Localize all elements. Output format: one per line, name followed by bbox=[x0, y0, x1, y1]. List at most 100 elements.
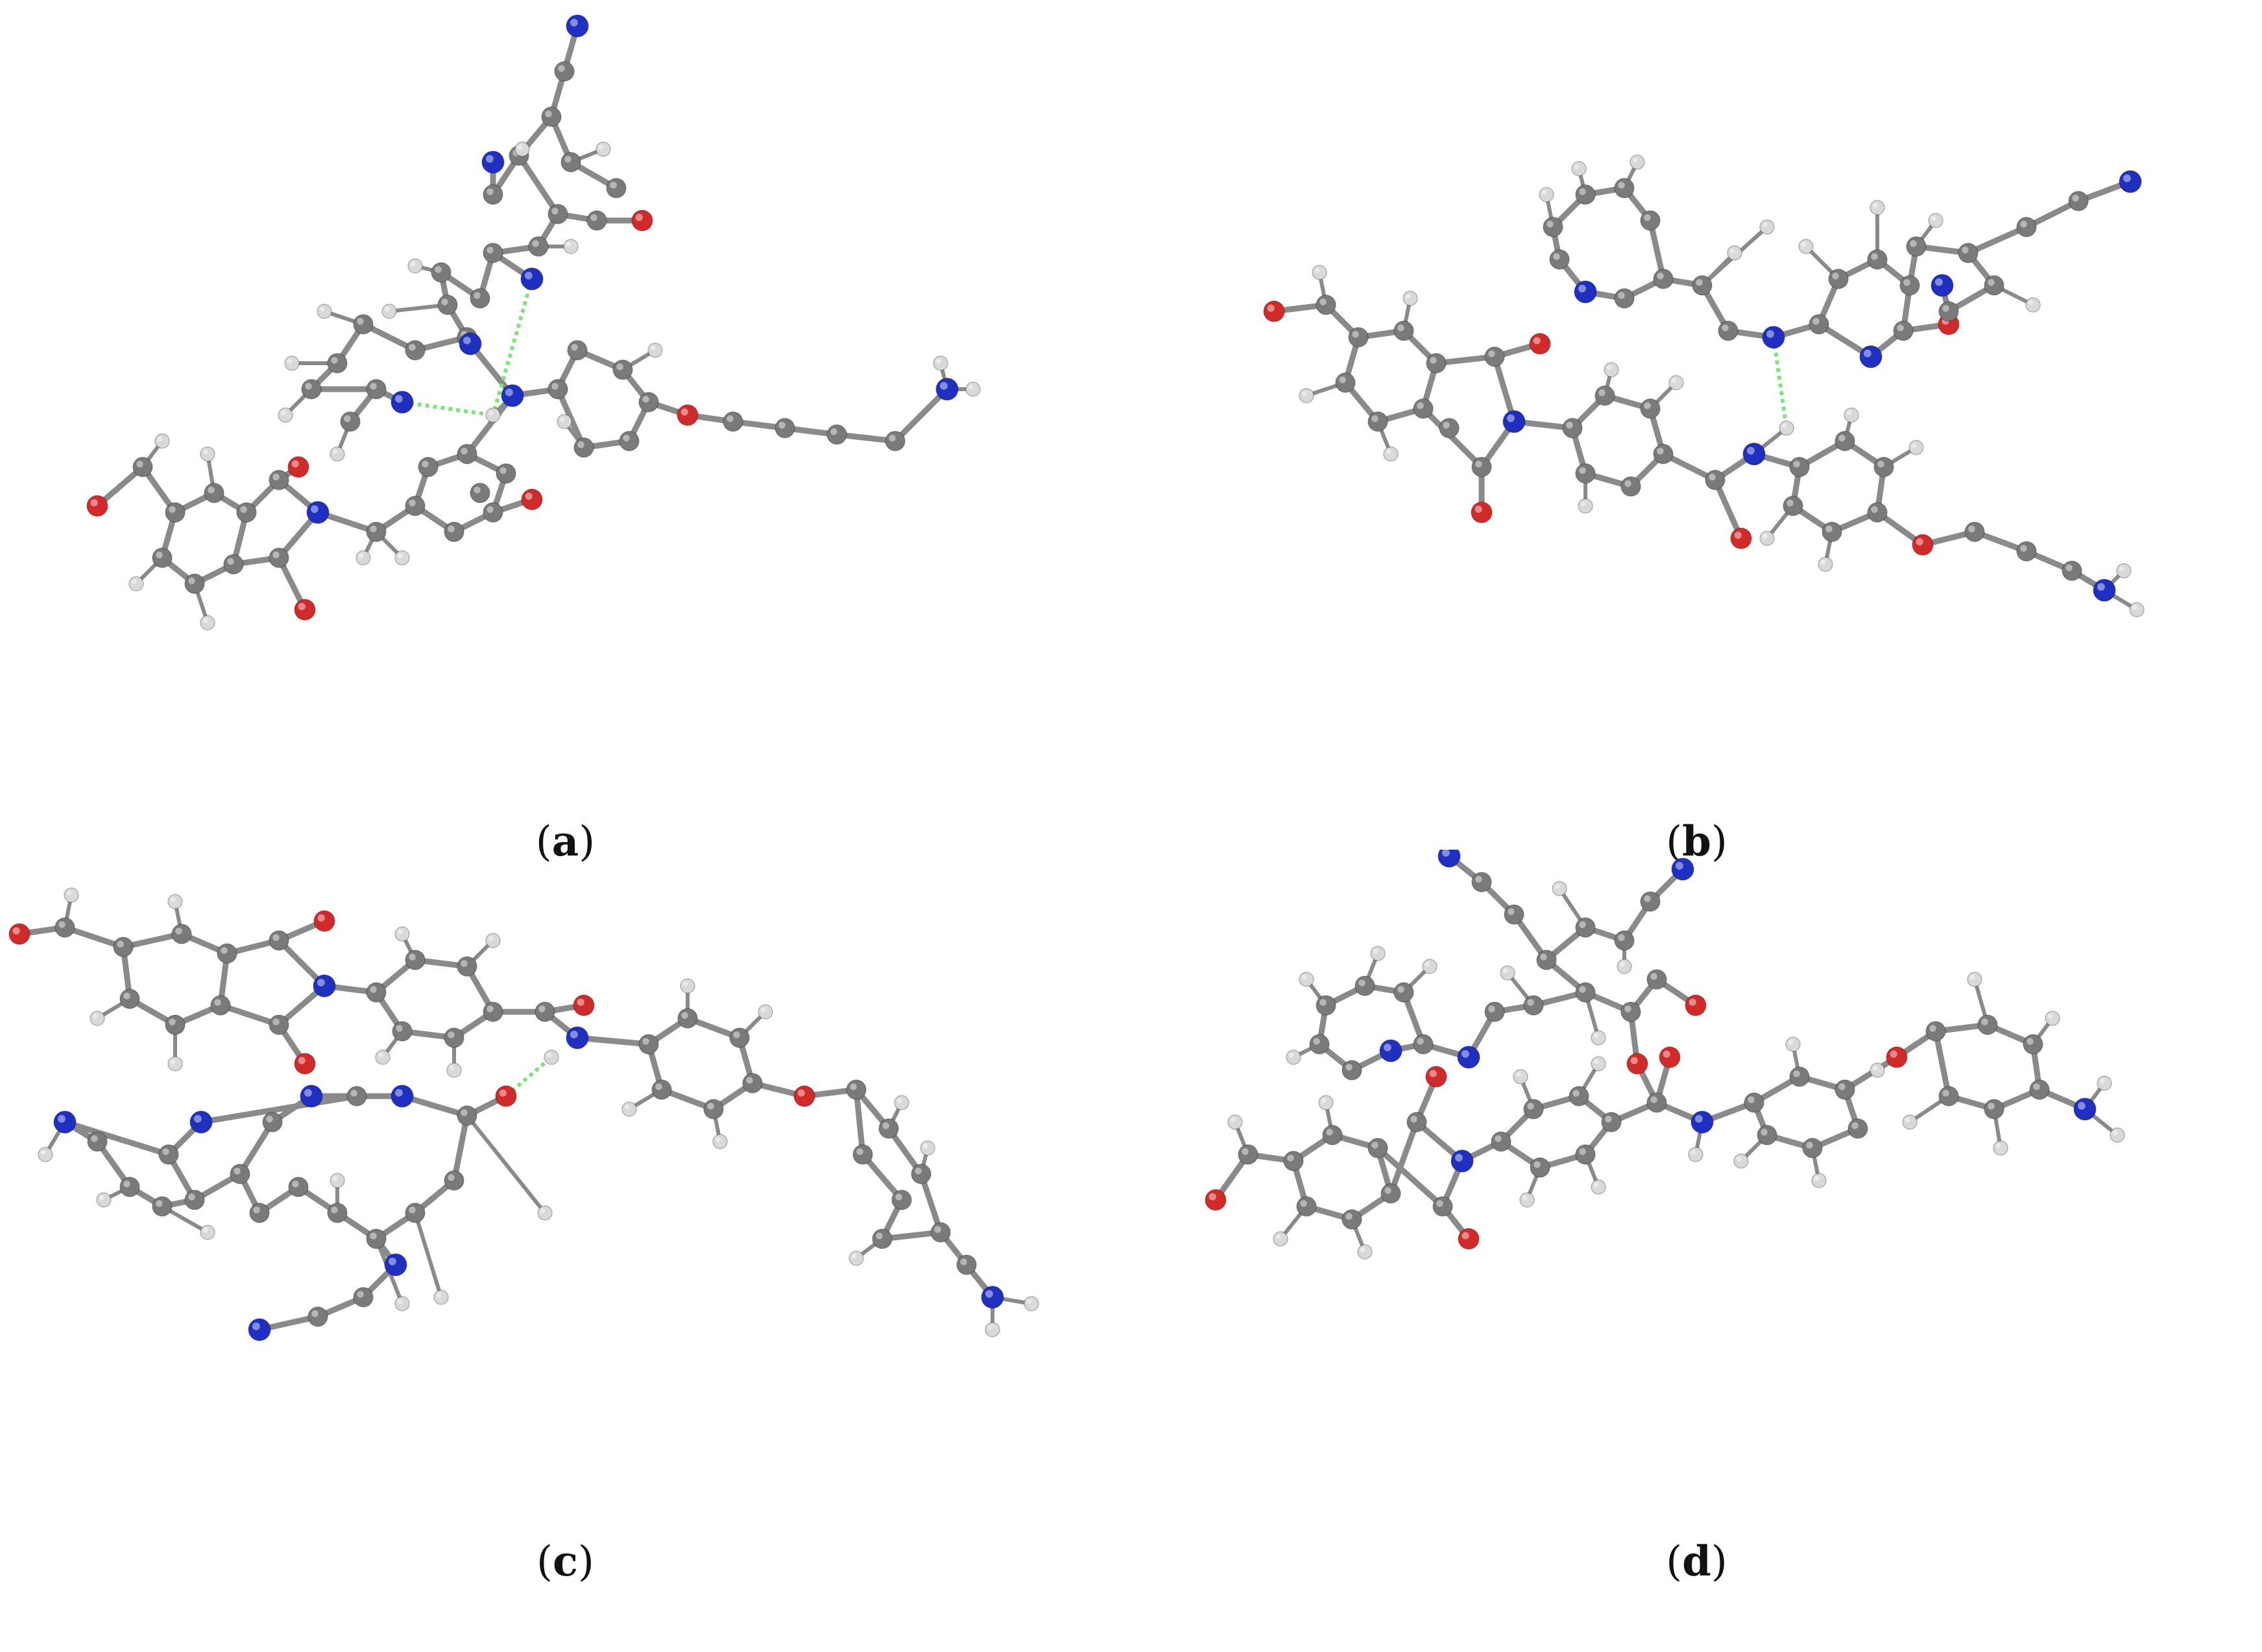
atom-highlight bbox=[1242, 1148, 1249, 1155]
carbon-atom bbox=[405, 496, 426, 516]
hydrogen-atom bbox=[1402, 291, 1418, 306]
hydrogen-atom bbox=[1500, 965, 1515, 981]
hydrogen-atom bbox=[375, 1049, 391, 1065]
bond bbox=[574, 1035, 652, 1047]
atom-highlight bbox=[488, 935, 494, 941]
atom-highlight bbox=[1931, 215, 1936, 221]
hydrogen-atom bbox=[394, 550, 410, 566]
hydrogen-atom bbox=[1818, 557, 1833, 572]
atom-highlight bbox=[1436, 1200, 1443, 1207]
molecule-structure-b bbox=[1263, 154, 2145, 617]
atom-highlight bbox=[1825, 525, 1833, 533]
carbon-atom bbox=[366, 982, 387, 1003]
hydrogen-atom bbox=[848, 1251, 864, 1266]
atom-highlight bbox=[1383, 1043, 1391, 1051]
carbon-atom bbox=[1789, 457, 1810, 477]
atom-highlight bbox=[487, 246, 494, 254]
atom-highlight bbox=[384, 306, 390, 312]
atom-highlight bbox=[1425, 961, 1430, 967]
nitrogen-atom bbox=[1502, 410, 1526, 433]
carbon-atom bbox=[1835, 431, 1855, 451]
nitrogen-atom bbox=[1574, 280, 1597, 304]
carbon-atom bbox=[638, 1034, 659, 1055]
atom-highlight bbox=[1968, 525, 1975, 533]
hydrogen-atom bbox=[317, 304, 332, 319]
atom-highlight bbox=[1618, 182, 1625, 189]
atom-highlight bbox=[1287, 1155, 1294, 1162]
carbon-atom bbox=[2062, 560, 2082, 581]
atom-highlight bbox=[409, 344, 416, 351]
atom-highlight bbox=[1417, 402, 1424, 409]
atom-highlight bbox=[1430, 357, 1437, 364]
hydrogen-atom bbox=[1318, 1095, 1334, 1110]
atom-highlight bbox=[682, 981, 688, 987]
atom-highlight bbox=[1495, 1135, 1502, 1142]
atom-highlight bbox=[370, 1232, 377, 1239]
atom-highlight bbox=[409, 1206, 416, 1214]
hydrogen-atom bbox=[1967, 972, 1982, 987]
atom-highlight bbox=[358, 553, 364, 558]
atom-highlight bbox=[559, 416, 565, 422]
atom-highlight bbox=[436, 1292, 442, 1298]
atom-highlight bbox=[234, 1167, 241, 1175]
atom-highlight bbox=[169, 1018, 176, 1025]
carbon-atom bbox=[1692, 275, 1713, 296]
atom-highlight bbox=[1593, 1182, 1599, 1188]
atoms-d bbox=[1205, 850, 2125, 1260]
bonds-b bbox=[1271, 160, 2139, 612]
atom-highlight bbox=[370, 986, 377, 993]
atom-highlight bbox=[397, 1299, 403, 1304]
bond bbox=[198, 1093, 360, 1125]
oxygen-atom bbox=[1205, 1189, 1227, 1211]
atom-highlight bbox=[1988, 279, 1995, 286]
hydrogen-atom bbox=[2110, 1127, 2125, 1143]
atom-highlight bbox=[1345, 1064, 1353, 1071]
carbon-atom bbox=[1471, 457, 1492, 477]
bond bbox=[387, 303, 450, 313]
bond bbox=[918, 1171, 944, 1236]
carbon-atom bbox=[301, 379, 322, 400]
hydrogen-atom bbox=[1617, 959, 1632, 974]
hydrogen-atom bbox=[1571, 161, 1587, 176]
atom-highlight bbox=[610, 182, 617, 189]
hydrogen-atom bbox=[2116, 563, 2132, 579]
nitrogen-atom bbox=[501, 384, 524, 407]
carbon-atom bbox=[405, 1203, 426, 1223]
carbon-atom bbox=[346, 1086, 367, 1107]
atom-highlight bbox=[1838, 435, 1846, 442]
atom-highlight bbox=[1709, 473, 1716, 481]
atom-highlight bbox=[1321, 1097, 1327, 1103]
atom-highlight bbox=[1736, 1156, 1742, 1162]
bond bbox=[237, 1119, 276, 1177]
carbon-atom bbox=[573, 437, 594, 458]
oxygen-atom bbox=[294, 1053, 316, 1075]
carbon-atom bbox=[1283, 1151, 1304, 1171]
nitrogen-atom bbox=[384, 1253, 407, 1276]
atom-highlight bbox=[1598, 389, 1606, 396]
atom-highlight bbox=[448, 525, 455, 533]
nitrogen-atom bbox=[2073, 1097, 2097, 1121]
atom-highlight bbox=[564, 156, 572, 163]
atom-highlight bbox=[1644, 402, 1651, 409]
carbon-atom bbox=[1348, 327, 1369, 348]
hydrogen-atom bbox=[1688, 1147, 1703, 1162]
atom-highlight bbox=[2099, 1078, 2105, 1084]
atom-highlight bbox=[208, 486, 215, 494]
atom-highlight bbox=[1820, 559, 1826, 565]
carbon-atom bbox=[230, 1164, 250, 1184]
carbon-atom bbox=[1354, 976, 1375, 996]
atom-highlight bbox=[1574, 163, 1580, 169]
hydrogen-atom bbox=[621, 1101, 637, 1117]
atom-highlight bbox=[331, 357, 338, 364]
atom-highlight bbox=[577, 998, 584, 1006]
hydrogen-atom bbox=[1299, 972, 1314, 987]
carbon-atom bbox=[535, 1001, 555, 1022]
nitrogen-atom bbox=[1450, 1149, 1474, 1173]
atom-highlight bbox=[524, 271, 533, 280]
carbon-atom bbox=[1523, 1099, 1544, 1119]
atom-highlight bbox=[681, 1012, 688, 1019]
atom-highlight bbox=[304, 1088, 312, 1097]
atom-highlight bbox=[1506, 414, 1515, 422]
carbon-atom bbox=[2023, 1034, 2043, 1055]
hydrogen-atom bbox=[1552, 881, 1567, 896]
